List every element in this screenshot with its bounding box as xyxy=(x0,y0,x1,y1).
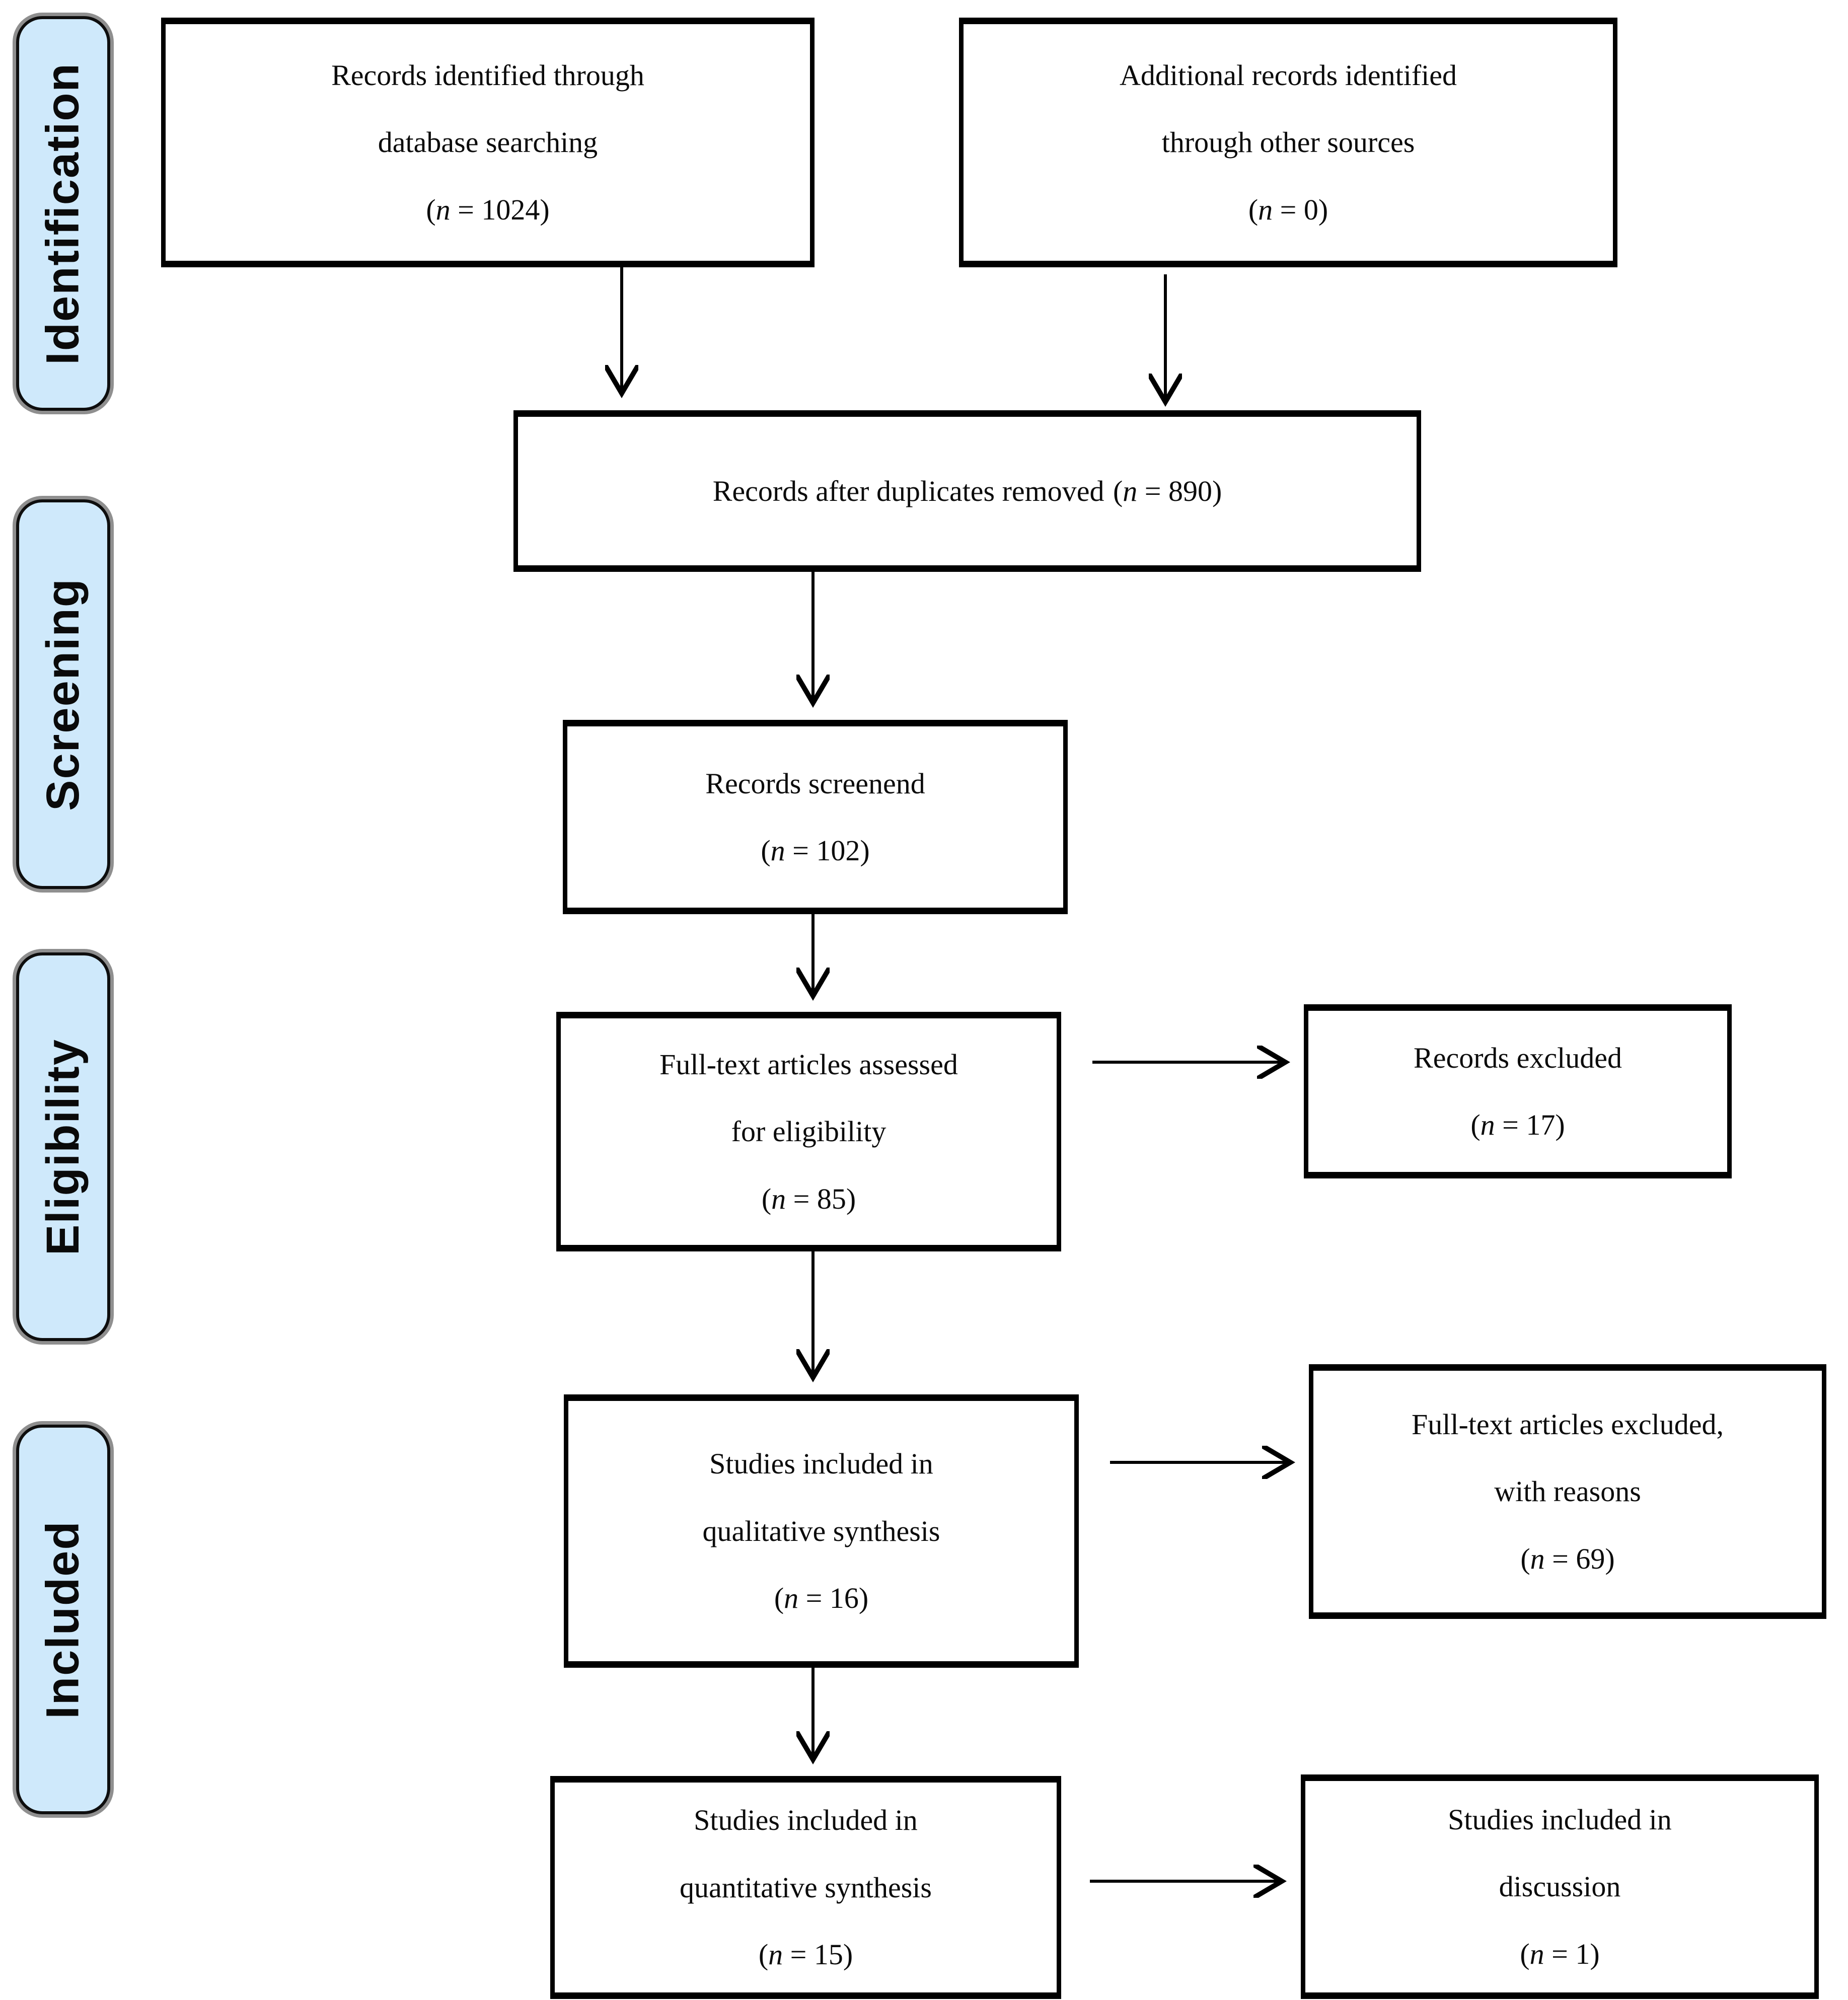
count-text: ( xyxy=(1520,1937,1530,1970)
count-n: n xyxy=(768,1938,783,1971)
box-count: (n = 16) xyxy=(774,1565,868,1632)
box-line: Full-text articles assessed xyxy=(659,1048,958,1081)
stage-identification-label: Identification xyxy=(37,62,89,365)
count-n: n xyxy=(1480,1108,1495,1141)
count-text: ( xyxy=(1248,193,1259,226)
flow-box-records-excluded: Records excluded (n = 17) xyxy=(1304,1004,1732,1178)
box-count: (n = 1) xyxy=(1520,1920,1599,1987)
box-line: quantitative synthesis xyxy=(680,1871,932,1904)
box-count: (n = 102) xyxy=(761,817,869,884)
box-line: Records screenend xyxy=(705,767,925,800)
count-n: n xyxy=(1258,193,1273,226)
count-text: = 1) xyxy=(1544,1937,1600,1970)
flow-box-records-identified: Records identified through database sear… xyxy=(161,18,815,267)
box-count: (n = 15) xyxy=(759,1921,853,1988)
count-text: = 85) xyxy=(786,1182,856,1215)
box-line: database searching xyxy=(378,126,598,159)
stage-included: Included xyxy=(16,1425,110,1814)
box-line: for eligibility xyxy=(731,1115,886,1148)
flow-box-additional-records: Additional records identified through ot… xyxy=(959,18,1617,267)
count-text: = 15) xyxy=(783,1938,853,1971)
count-n: n xyxy=(770,834,785,867)
count-n: n xyxy=(1530,1542,1545,1575)
box-line: Records after duplicates removed (n = 890… xyxy=(713,458,1222,525)
box-line: Studies included in xyxy=(1448,1803,1672,1836)
count-text: ( xyxy=(1470,1108,1481,1141)
box-line: Studies included in xyxy=(694,1804,918,1837)
box-count: (n = 890) xyxy=(1113,475,1222,507)
box-line: Additional records identified xyxy=(1119,58,1457,92)
flow-box-discussion: Studies included in discussion (n = 1) xyxy=(1301,1774,1819,1999)
count-text: ( xyxy=(761,834,771,867)
count-n: n xyxy=(771,1182,786,1215)
stage-screening-label: Screening xyxy=(37,577,89,811)
box-line: Records excluded xyxy=(1414,1041,1622,1074)
stage-eligibility: Eligibility xyxy=(16,952,110,1341)
count-text: ( xyxy=(1113,474,1123,507)
flow-box-quantitative-synthesis: Studies included in quantitative synthes… xyxy=(550,1776,1061,1999)
count-text: = 16) xyxy=(798,1582,869,1615)
flow-box-fulltext-excluded: Full-text articles excluded, with reason… xyxy=(1309,1364,1826,1619)
flow-box-fulltext-assessed: Full-text articles assessed for eligibil… xyxy=(556,1012,1061,1251)
count-text: = 102) xyxy=(785,834,870,867)
box-count: (n = 1024) xyxy=(426,176,549,243)
box-count: (n = 69) xyxy=(1520,1525,1614,1592)
box-line: through other sources xyxy=(1161,126,1415,159)
count-text: ( xyxy=(1520,1542,1530,1575)
flow-box-records-screened: Records screenend (n = 102) xyxy=(563,720,1068,914)
count-n: n xyxy=(784,1582,799,1615)
stage-eligibility-label: Eligibility xyxy=(37,1038,89,1255)
stage-screening: Screening xyxy=(16,499,110,889)
box-line: qualitative synthesis xyxy=(702,1514,940,1547)
count-text: = 17) xyxy=(1495,1108,1565,1141)
count-text: ( xyxy=(426,193,436,226)
count-text: = 69) xyxy=(1544,1542,1615,1575)
count-text: = 890) xyxy=(1137,474,1222,507)
flow-box-qualitative-synthesis: Studies included in qualitative synthesi… xyxy=(564,1394,1079,1668)
flow-box-after-duplicates: Records after duplicates removed (n = 890… xyxy=(513,410,1421,572)
count-n: n xyxy=(435,193,451,226)
count-text: ( xyxy=(761,1182,772,1215)
box-count: (n = 0) xyxy=(1248,176,1328,243)
box-line-text: Records after duplicates removed xyxy=(712,474,1104,507)
box-line: Studies included in xyxy=(709,1447,933,1480)
count-text: ( xyxy=(758,1938,769,1971)
count-text: = 0) xyxy=(1273,193,1328,226)
box-line: with reasons xyxy=(1494,1475,1641,1508)
count-text: = 1024) xyxy=(450,193,550,226)
stage-included-label: Included xyxy=(37,1520,89,1719)
box-count: (n = 85) xyxy=(762,1165,856,1232)
count-n: n xyxy=(1529,1937,1544,1970)
stage-identification: Identification xyxy=(16,16,110,411)
box-count: (n = 17) xyxy=(1470,1091,1565,1158)
box-line: Records identified through xyxy=(331,58,644,92)
box-line: discussion xyxy=(1499,1870,1621,1903)
box-line: Full-text articles excluded, xyxy=(1411,1408,1724,1441)
count-text: ( xyxy=(774,1582,784,1615)
count-n: n xyxy=(1123,474,1138,507)
